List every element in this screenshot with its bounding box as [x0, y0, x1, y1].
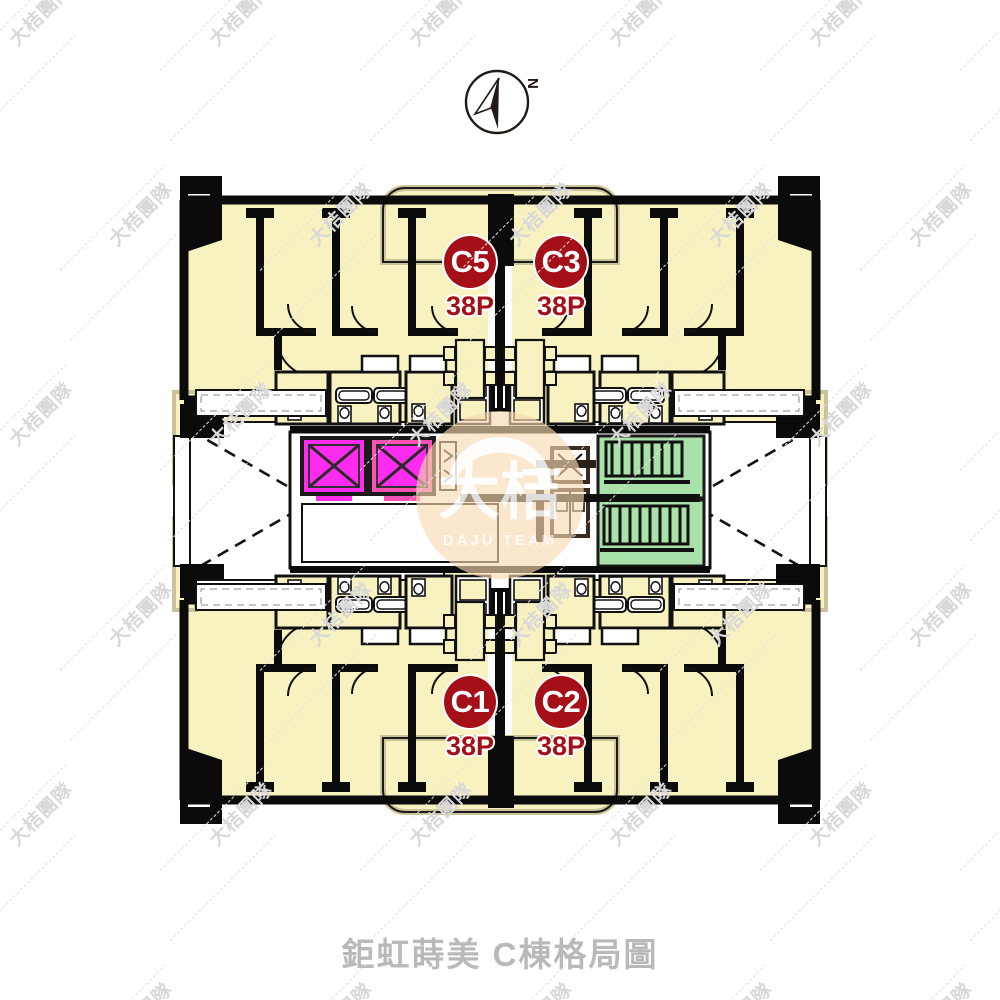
unit-badge-c3-size: 38P	[536, 291, 586, 321]
watermark-text: 大桔團隊	[205, 0, 278, 51]
watermark-dash	[0, 834, 77, 941]
watermark-dash	[859, 164, 967, 271]
watermark-dash	[959, 764, 1000, 871]
watermark-dash	[559, 0, 667, 71]
unit-badge-c2[interactable]: C2 38P	[513, 676, 609, 762]
watermark-dash	[0, 434, 77, 541]
watermark-dash	[59, 564, 167, 671]
watermark-text: 大桔團隊	[805, 0, 878, 51]
watermark-text: 大桔團隊	[702, 976, 778, 1000]
lobby-door-left	[439, 441, 457, 491]
watermark-text: 大桔團隊	[902, 976, 978, 1000]
watermark-text: 大桔團隊	[502, 976, 578, 1000]
watermark-dash	[359, 0, 467, 71]
stair-upper	[596, 434, 706, 500]
unit-c5-interior	[195, 208, 498, 607]
watermark-dash	[769, 34, 877, 141]
watermark-dash	[869, 234, 977, 341]
watermark-dash	[959, 364, 1000, 471]
watermark-text: 大桔團隊	[405, 0, 478, 51]
unit-badge-c1-size: 38P	[445, 731, 495, 761]
watermark-text: 大桔團隊	[5, 379, 78, 451]
watermark-dash	[969, 834, 1000, 941]
watermark-dash	[0, 364, 67, 471]
unit-badge-c2-id: C2	[535, 676, 587, 728]
unit-badge-c5-id: C5	[444, 236, 496, 288]
watermark-text: 大桔團隊	[605, 0, 678, 51]
unit-badge-c5[interactable]: C5 38P	[422, 236, 518, 322]
watermark-dash	[59, 164, 167, 271]
watermark-dash	[0, 34, 77, 141]
watermark-text: 大桔團隊	[5, 0, 78, 51]
watermark-dash	[959, 0, 1000, 71]
elevator-2	[368, 436, 436, 501]
watermark-dash	[859, 564, 967, 671]
unit-c3-interior	[502, 208, 805, 426]
north-arrow-compass: N	[458, 56, 544, 144]
watermark-text: 大桔團隊	[5, 779, 78, 851]
unit-c2-interior	[502, 574, 805, 792]
page-title: 鉅虹蒔美 C棟格局圖	[341, 936, 659, 973]
watermark-dash	[569, 834, 677, 941]
watermark-dash	[0, 764, 67, 871]
watermark-dash	[159, 0, 267, 71]
ac-platform-c5-top	[195, 389, 327, 417]
exterior-walls	[179, 195, 821, 805]
watermark-dash	[369, 834, 477, 941]
unit-badge-c5-size: 38P	[445, 291, 495, 321]
unit-badge-c3-id: C3	[535, 236, 587, 288]
unit-badge-c1[interactable]: C1 38P	[422, 676, 518, 762]
watermark-dash	[969, 434, 1000, 541]
watermark-text: 大桔團隊	[102, 976, 178, 1000]
watermark-dash	[569, 34, 677, 141]
watermark-dash	[759, 0, 867, 71]
watermark-text: 大桔團隊	[302, 976, 378, 1000]
unit-badge-c1-id: C1	[444, 676, 496, 728]
watermark-text: 大桔團隊	[905, 179, 978, 251]
stair-lower	[596, 498, 706, 568]
elevator-1	[300, 436, 368, 501]
watermark-text: 大桔團隊	[905, 579, 978, 651]
watermark-dash	[969, 34, 1000, 141]
unit-badge-c3[interactable]: C3 38P	[513, 236, 609, 322]
compass-north-letter: N	[524, 78, 541, 89]
unit-badge-c2-size: 38P	[536, 731, 586, 761]
watermark-dash	[869, 634, 977, 741]
watermark-dash	[169, 34, 277, 141]
watermark-dash	[769, 834, 877, 941]
watermark-dash	[169, 834, 277, 941]
unit-c1-interior	[195, 574, 498, 792]
watermark-dash	[0, 0, 67, 71]
